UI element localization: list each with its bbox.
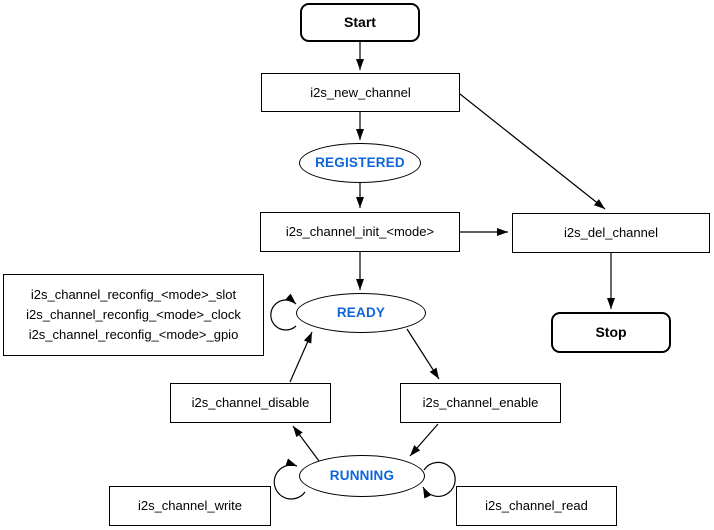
node-i2s-new-channel: i2s_new_channel	[261, 73, 460, 112]
node-i2s-channel-disable: i2s_channel_disable	[170, 383, 331, 423]
node-i2s-new-channel-label: i2s_new_channel	[310, 84, 411, 100]
self-loop-running-right	[422, 461, 456, 499]
node-i2s-channel-read: i2s_channel_read	[456, 486, 617, 526]
node-start-label: Start	[344, 14, 376, 31]
node-i2s-channel-init: i2s_channel_init_<mode>	[260, 212, 460, 252]
state-ready: READY	[296, 293, 426, 333]
self-loop-running-left	[273, 458, 306, 500]
node-stop: Stop	[551, 312, 671, 353]
state-registered-label: REGISTERED	[315, 154, 405, 170]
reconfig-slot-label: i2s_channel_reconfig_<mode>_slot	[30, 286, 237, 302]
node-i2s-channel-init-label: i2s_channel_init_<mode>	[285, 224, 435, 240]
node-stop-label: Stop	[595, 324, 627, 341]
node-i2s-channel-reconfig-group: i2s_channel_reconfig_<mode>_slot i2s_cha…	[3, 274, 264, 356]
node-i2s-channel-read-label: i2s_channel_read	[485, 498, 588, 514]
reconfig-gpio-label: i2s_channel_reconfig_<mode>_gpio	[28, 327, 239, 343]
arrow-new-channel-to-del	[459, 93, 606, 210]
arrow-ready-to-enable	[406, 328, 440, 380]
node-i2s-channel-write: i2s_channel_write	[109, 486, 271, 526]
self-loop-ready	[270, 293, 297, 331]
state-running: RUNNING	[299, 455, 425, 497]
node-start: Start	[300, 3, 420, 42]
arrow-running-to-disable	[292, 425, 320, 462]
node-i2s-channel-write-label: i2s_channel_write	[137, 498, 243, 514]
state-registered: REGISTERED	[299, 143, 421, 183]
arrow-disable-to-ready	[289, 331, 313, 383]
node-i2s-del-channel-label: i2s_del_channel	[564, 225, 658, 241]
state-ready-label: READY	[336, 304, 386, 320]
node-i2s-channel-enable-label: i2s_channel_enable	[422, 395, 539, 411]
node-i2s-channel-enable: i2s_channel_enable	[400, 383, 561, 423]
state-running-label: RUNNING	[329, 467, 395, 483]
node-i2s-channel-disable-label: i2s_channel_disable	[191, 395, 310, 411]
arrow-enable-to-running	[409, 423, 439, 457]
reconfig-clock-label: i2s_channel_reconfig_<mode>_clock	[26, 306, 241, 322]
node-i2s-del-channel: i2s_del_channel	[512, 213, 710, 253]
